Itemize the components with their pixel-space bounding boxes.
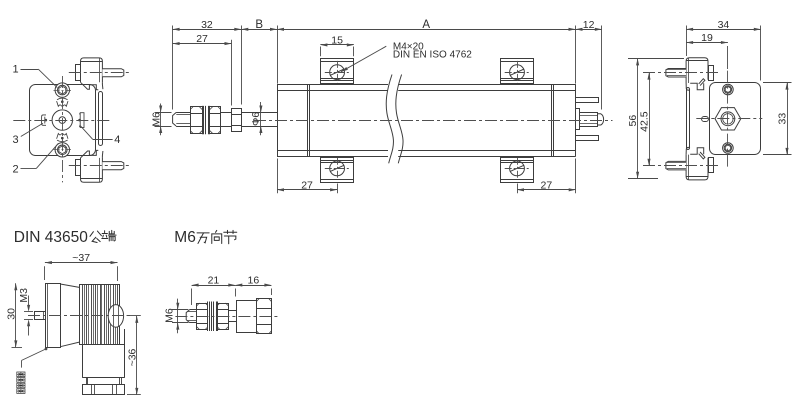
- svg-text:M6: M6: [174, 229, 196, 246]
- svg-text:~37: ~37: [72, 252, 90, 264]
- svg-text:12: 12: [583, 19, 595, 31]
- svg-text:DIN 43650: DIN 43650: [14, 229, 88, 246]
- svg-text:M4×20: M4×20: [393, 41, 424, 52]
- svg-text:27: 27: [301, 179, 313, 191]
- svg-text:Φ6: Φ6: [250, 112, 262, 126]
- svg-text:21: 21: [208, 275, 220, 287]
- svg-text:56: 56: [627, 115, 639, 127]
- svg-text:33: 33: [777, 113, 789, 125]
- svg-text:1: 1: [12, 63, 18, 75]
- svg-text:34: 34: [718, 19, 730, 31]
- svg-text:B: B: [255, 19, 263, 31]
- svg-text:19: 19: [701, 32, 713, 44]
- svg-text:30: 30: [5, 308, 17, 320]
- svg-text:16: 16: [248, 275, 260, 287]
- svg-text:DIN EN ISO 4762: DIN EN ISO 4762: [393, 50, 472, 61]
- svg-text:A: A: [422, 19, 430, 31]
- svg-text:3: 3: [12, 134, 18, 146]
- svg-text:32: 32: [201, 19, 213, 31]
- svg-text:M6: M6: [151, 112, 163, 127]
- svg-text:4: 4: [114, 134, 120, 146]
- svg-text:42.5: 42.5: [639, 111, 651, 132]
- svg-text:27: 27: [196, 33, 208, 45]
- svg-text:15: 15: [331, 35, 343, 47]
- svg-text:M3: M3: [18, 288, 30, 303]
- svg-text:M6: M6: [163, 308, 175, 323]
- svg-text:2: 2: [12, 163, 18, 175]
- svg-text:~36: ~36: [126, 348, 138, 366]
- svg-text:27: 27: [541, 179, 553, 191]
